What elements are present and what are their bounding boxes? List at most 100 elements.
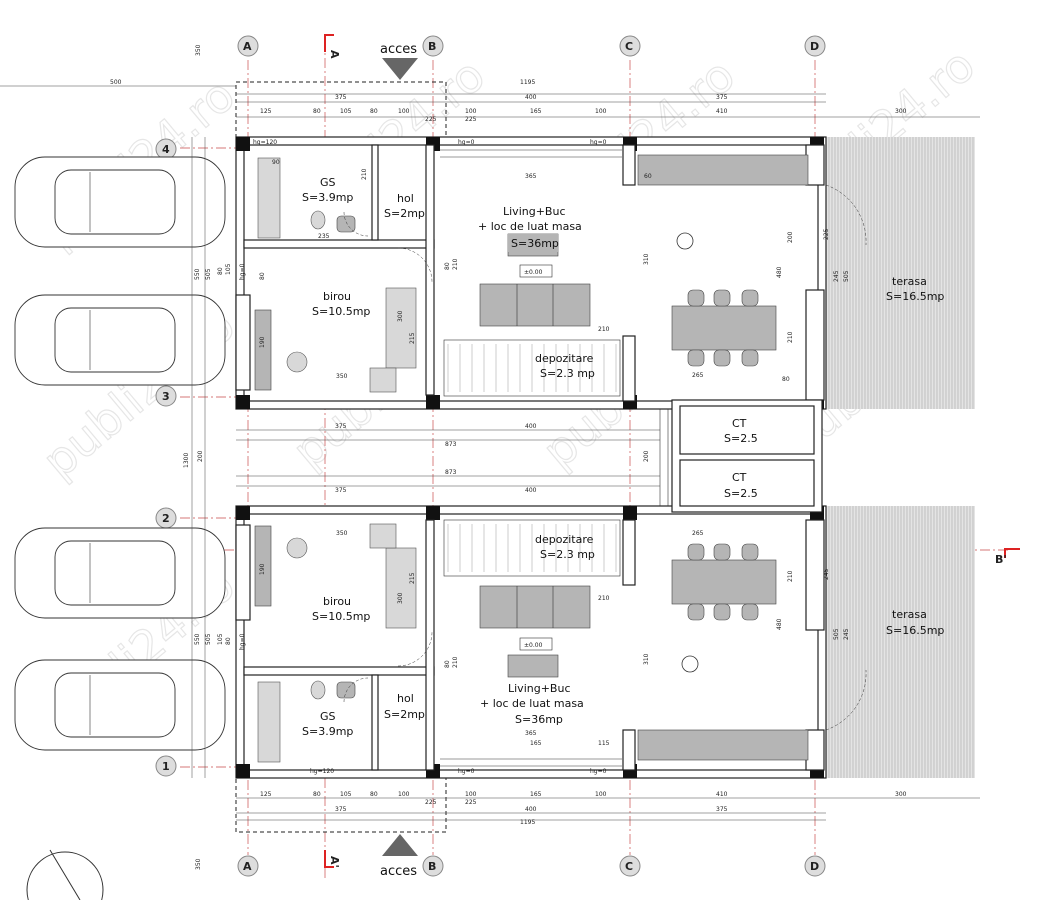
door-swings xyxy=(343,184,867,731)
room-name: Living+Buc xyxy=(508,682,571,695)
dim-top-sub: 410 xyxy=(716,108,728,115)
room-area: S=16.5mp xyxy=(886,624,944,637)
dining-table-lower xyxy=(671,543,777,621)
access-arrow-bottom xyxy=(382,834,418,856)
room-area: S=2mp xyxy=(384,207,425,220)
dimension-lines xyxy=(0,85,980,821)
axis-label-4-left: 4 xyxy=(162,143,170,156)
dim-left: 80 xyxy=(217,267,224,275)
dim-bottom-sub: 410 xyxy=(716,791,728,798)
axis-label-D-bottom: D xyxy=(810,860,819,873)
dim-int: 245 xyxy=(823,568,830,580)
room-area: S=2.3 mp xyxy=(540,548,595,561)
axis-bubble-3-left xyxy=(155,385,177,407)
axis-bubble-D-bottom xyxy=(804,855,826,877)
section-label-b-right: B' xyxy=(995,553,1007,566)
axis-label-B-bottom: B xyxy=(428,860,436,873)
section-label-a-bottom: A' xyxy=(328,856,341,868)
car-3 xyxy=(14,527,226,619)
dim-int: 90 xyxy=(272,159,280,166)
room-area: S=16.5mp xyxy=(886,290,944,303)
room-name: depozitare xyxy=(535,352,594,365)
room-area: S=2.5 xyxy=(724,432,758,445)
dim-int: 215 xyxy=(409,572,416,584)
room-area: S=36mp xyxy=(515,713,563,726)
dim-mid: 400 xyxy=(525,487,537,494)
sofa-upper xyxy=(479,283,591,327)
room-area: S=2.3 mp xyxy=(540,367,595,380)
dim-int: 365 xyxy=(525,173,537,180)
dim-int: 210 xyxy=(452,656,459,668)
office-furniture-upper xyxy=(254,287,417,393)
dim-top-seg2: 400 xyxy=(525,94,537,101)
dim-top-sub: 100 xyxy=(595,108,607,115)
axis-bubble-A-top xyxy=(237,35,259,57)
axis-bubble-D-top xyxy=(804,35,826,57)
dim-left: 505 xyxy=(205,268,212,280)
dim-int: 310 xyxy=(643,253,650,265)
dim-bottom-seg2: 400 xyxy=(525,806,537,813)
kitchen-counter-upper xyxy=(637,154,809,186)
dim-top-total: 1195 xyxy=(520,79,535,86)
axis-bubble-B-top xyxy=(422,35,444,57)
dim-bottom-sub: 300 xyxy=(895,791,907,798)
access-label-bottom: acces xyxy=(380,864,417,879)
dim-left: 550 xyxy=(194,633,201,645)
dim-bottom-total: 1195 xyxy=(520,819,535,826)
dim-mid: 200 xyxy=(643,450,650,462)
dim-int: 245 xyxy=(843,628,850,640)
room-name: terasa xyxy=(892,275,927,288)
bathroom-fixtures-upper xyxy=(257,157,356,239)
dim-int: 210 xyxy=(787,570,794,582)
dim-int: 300 xyxy=(397,592,404,604)
level-mark: ±0.00 xyxy=(524,269,543,276)
dim-top-sub: 100 xyxy=(465,108,477,115)
lower-unit-labels: birou S=10.5mp depozitare S=2.3 mp ±0.00… xyxy=(302,533,944,738)
dim-int: 210 xyxy=(361,168,368,180)
coffee-table-lower xyxy=(507,654,559,678)
room-name: birou xyxy=(323,595,351,608)
terrace-upper xyxy=(825,137,975,409)
dim-bottom-sub: 225 xyxy=(425,799,437,806)
dim-int: 80 xyxy=(444,660,451,668)
axis-label-B-top: B xyxy=(428,40,436,53)
dim-int: 235 xyxy=(318,233,330,240)
section-label-a-top: A xyxy=(328,50,341,59)
dim-int: hg=120 xyxy=(253,139,277,146)
dim-int: 480 xyxy=(776,618,783,630)
dim-bottom-seg3: 375 xyxy=(716,806,728,813)
dim-top-sub: 125 xyxy=(260,108,272,115)
dim-left: 105 xyxy=(217,633,224,645)
dim-top-sub: 80 xyxy=(313,108,321,115)
dim-int: 80 xyxy=(782,376,790,383)
dim-int: 80 xyxy=(259,272,266,280)
dim-int: 60 xyxy=(644,173,652,180)
bathroom-fixtures-lower xyxy=(257,680,356,763)
sofa-lower xyxy=(479,585,591,629)
access-markers: acces acces xyxy=(380,42,418,879)
car-1 xyxy=(14,156,226,248)
room-area: S=2mp xyxy=(384,708,425,721)
dim-bottom-sub: 100 xyxy=(398,791,410,798)
dim-int: 165 xyxy=(530,740,542,747)
dim-top-seg3: 375 xyxy=(716,94,728,101)
dim-bottom-sub: 100 xyxy=(465,791,477,798)
access-label-top: acces xyxy=(380,42,417,57)
dim-left: 80 xyxy=(225,637,232,645)
dim-bottom-sub: 125 xyxy=(260,791,272,798)
room-area: S=3.9mp xyxy=(302,191,353,204)
axis-bubble-C-bottom xyxy=(619,855,641,877)
dim-top-seg1: 375 xyxy=(335,94,347,101)
dim-int: 210 xyxy=(787,331,794,343)
person-figures xyxy=(676,232,699,673)
dining-table-upper xyxy=(671,289,777,367)
room-name: hol xyxy=(397,692,414,705)
room-name: GS xyxy=(320,710,336,723)
dim-int: hg=0 xyxy=(458,768,475,775)
car-4 xyxy=(14,659,226,751)
dim-int: 115 xyxy=(598,740,610,747)
level-mark: ±0.00 xyxy=(524,642,543,649)
dim-int: hg=0 xyxy=(458,139,475,146)
terrace-lower xyxy=(825,506,975,778)
